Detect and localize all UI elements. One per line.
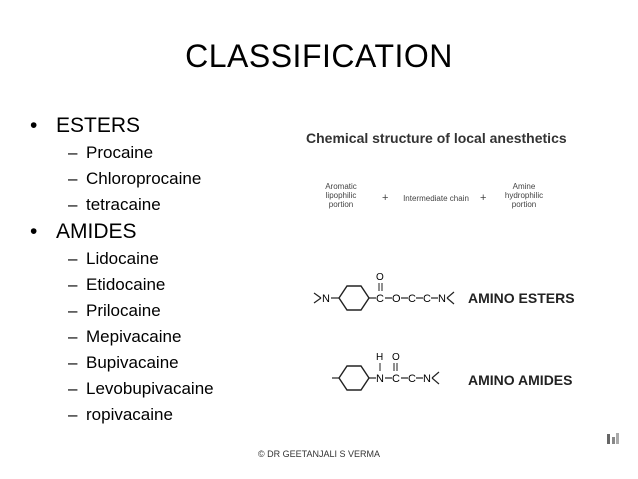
dash-marker: – [68, 379, 78, 398]
atom-n: N [376, 373, 384, 385]
corner-mark-icon [607, 433, 619, 444]
bond [431, 377, 440, 385]
dash-marker: – [68, 301, 78, 320]
list-item: –Prilocaine [26, 298, 214, 324]
atom-n: N [438, 293, 446, 305]
footer-credit: © DR GEETANJALI S VERMA [258, 449, 380, 459]
list-item: –Chloroprocaine [26, 166, 214, 192]
list-item: –Etidocaine [26, 272, 214, 298]
bullet-list: • ESTERS –Procaine –Chloroprocaine –tetr… [26, 112, 214, 428]
item-label: Bupivacaine [86, 353, 179, 372]
bullet-dot: • [30, 114, 38, 137]
bond [446, 297, 455, 305]
section-label: AMIDES [56, 220, 137, 243]
atom-c: C [408, 373, 416, 385]
dash-marker: – [68, 169, 78, 188]
item-label: Chloroprocaine [86, 169, 202, 188]
section-amides: • AMIDES [26, 218, 214, 246]
atom-n: N [423, 373, 431, 385]
bond [313, 292, 322, 299]
item-label: tetracaine [86, 195, 161, 214]
item-label: ropivacaine [86, 405, 173, 424]
list-item: –tetracaine [26, 192, 214, 218]
dash-marker: – [68, 195, 78, 214]
benzene-ring-icon [338, 365, 370, 391]
item-label: Levobupivacaine [86, 379, 214, 398]
amino-amides-label: AMINO AMIDES [468, 372, 573, 388]
list-item: –Bupivacaine [26, 350, 214, 376]
bond [313, 297, 322, 304]
atom-c: C [376, 293, 384, 305]
list-item: –Mepivacaine [26, 324, 214, 350]
atom-c: C [408, 293, 416, 305]
atom-o: O [392, 352, 400, 363]
part-amine-label: Amine hydrophilic portion [504, 182, 544, 209]
list-item: –Lidocaine [26, 246, 214, 272]
item-label: Lidocaine [86, 249, 159, 268]
benzene-ring-icon [338, 285, 370, 311]
figure-title: Chemical structure of local anesthetics [306, 130, 567, 146]
item-label: Mepivacaine [86, 327, 182, 346]
dash-marker: – [68, 275, 78, 294]
atom-h: H [376, 352, 383, 363]
section-label: ESTERS [56, 114, 141, 137]
slide-title: CLASSIFICATION [185, 38, 453, 74]
list-item: –Levobupivacaine [26, 376, 214, 402]
atom-c: C [423, 293, 431, 305]
dash-marker: – [68, 405, 78, 424]
atom-n: N [322, 293, 330, 305]
list-item: –Procaine [26, 140, 214, 166]
bond [431, 371, 440, 379]
dash-marker: – [68, 327, 78, 346]
list-item: –ropivacaine [26, 402, 214, 428]
bullet-dot: • [30, 220, 38, 243]
item-label: Etidocaine [86, 275, 166, 294]
plus-sign: + [382, 192, 389, 204]
item-label: Procaine [86, 143, 154, 162]
atom-o: O [376, 272, 384, 283]
atom-c: C [392, 373, 400, 385]
plus-sign: + [480, 192, 487, 204]
dash-marker: – [68, 353, 78, 372]
item-label: Prilocaine [86, 301, 161, 320]
part-intermediate-label: Intermediate chain [403, 194, 469, 203]
section-esters: • ESTERS [26, 112, 214, 140]
part-aromatic-label: Aromatic lipophilic portion [325, 182, 357, 209]
ester-structure: N C O O C C N [313, 272, 455, 311]
bond [446, 291, 455, 299]
amino-esters-label: AMINO ESTERS [468, 290, 575, 306]
chemical-structure-figure: Chemical structure of local anesthetics … [300, 122, 590, 422]
dash-marker: – [68, 249, 78, 268]
atom-o: O [392, 293, 401, 305]
dash-marker: – [68, 143, 78, 162]
amide-structure: N H C O C N [332, 352, 440, 391]
